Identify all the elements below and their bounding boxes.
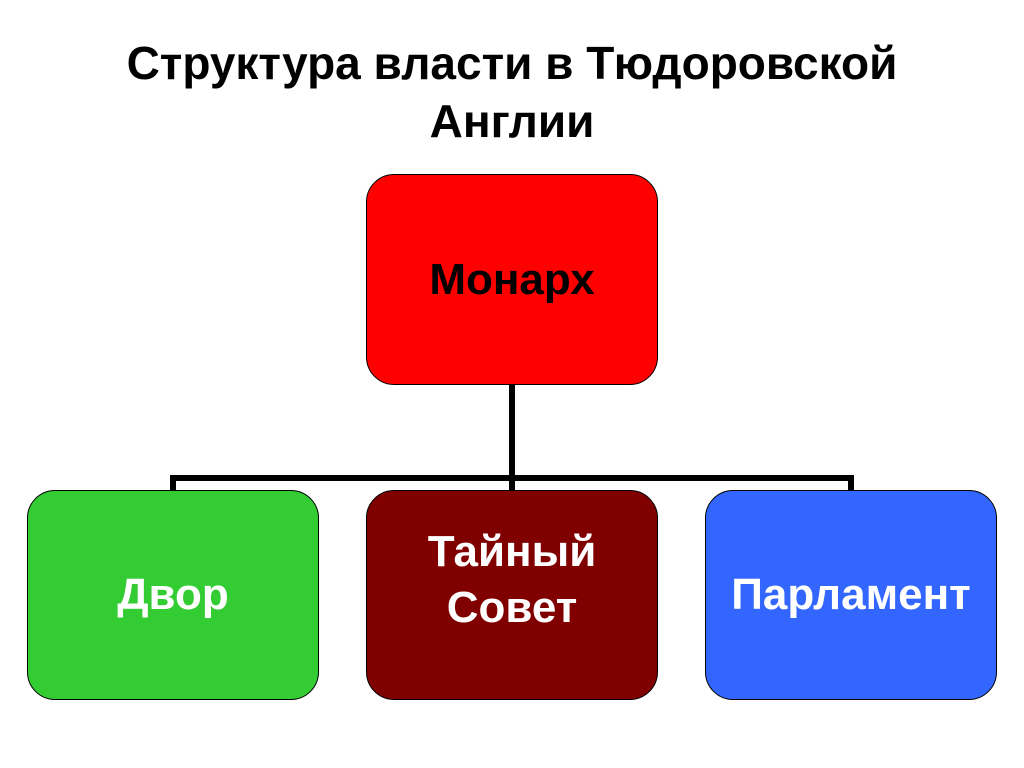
node-privy-council-line-2: Совет <box>446 583 578 632</box>
node-parliament-label: Парламент <box>731 570 971 619</box>
page-title: Структура власти в Тюдоровской Англии <box>40 34 984 150</box>
title-line-2: Англии <box>429 95 595 147</box>
node-monarch: Монарх <box>366 174 658 385</box>
node-privy-council-line-1: Тайный <box>427 527 597 576</box>
node-privy-council: Тайный Совет <box>366 490 658 700</box>
node-monarch-label: Монарх <box>429 254 595 304</box>
title-line-1: Структура власти в Тюдоровской <box>126 37 898 89</box>
node-parliament: Парламент <box>705 490 997 700</box>
node-court-label: Двор <box>117 570 229 619</box>
node-court: Двор <box>27 490 319 700</box>
